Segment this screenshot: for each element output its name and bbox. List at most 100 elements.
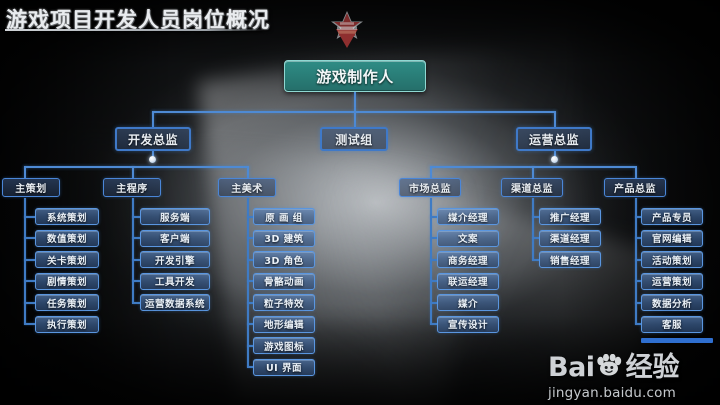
bear-paw-icon [596,352,622,376]
leaf-node[interactable]: 媒介经理 [437,208,499,225]
connector-stub-lead-planner-2 [24,258,35,261]
leaf-node[interactable]: UI 界面 [253,358,315,376]
connector-spine-lead-planner [24,198,26,324]
node-marketing-director[interactable]: 市场总监 [399,178,461,197]
connector-stub-product-director-4 [635,301,641,304]
leaf-node[interactable]: 粒子特效 [253,294,315,311]
leaf-node[interactable]: 运营策划 [641,272,703,290]
leaf-node[interactable]: 宣传设计 [437,315,499,333]
node-lead-programmer[interactable]: 主程序 [103,178,161,197]
title-underline [5,29,263,31]
connector-stub-marketing-director-3 [430,280,437,282]
junction-dot-dev [149,156,156,163]
connector-stub-lead-artist-2 [247,258,253,261]
watermark-brand-latin: Bai [548,352,595,383]
leaf-node[interactable]: 产品专员 [641,208,703,225]
watermark-url: jingyan.baidu.com [548,385,676,401]
node-lead-artist[interactable]: 主美术 [218,178,276,197]
connector-root-stem [354,92,356,112]
connector-stub-marketing-director-5 [430,323,437,325]
connector-stub-lead-artist-4 [247,301,253,304]
connector-stub-product-director-3 [635,280,641,282]
connector-stub-channel-director-1 [532,237,539,239]
connector-ops-stem [554,151,556,160]
connector-stub-lead-programmer-2 [132,258,140,261]
connector-stub-lead-planner-5 [24,323,35,325]
connector-drop-lead-planner [24,166,26,178]
leaf-node[interactable]: 关卡策划 [35,251,99,268]
connector-stub-marketing-director-4 [430,301,437,304]
leaf-node[interactable]: 联运经理 [437,272,499,290]
connector-drop-lead-programmer [132,166,134,178]
leaf-node[interactable]: 客户端 [140,229,210,247]
page-title: 游戏项目开发人员岗位概况 [6,8,270,32]
watermark-blue-bar [641,338,713,343]
leaf-node[interactable]: 任务策划 [35,294,99,311]
leaf-node[interactable]: 执行策划 [35,315,99,333]
connector-stub-lead-programmer-4 [132,301,140,304]
node-development-director[interactable]: 开发总监 [115,127,191,151]
connector-stub-marketing-director-1 [430,237,437,239]
node-product-director[interactable]: 产品总监 [604,178,666,197]
connector-spine-lead-artist [247,198,249,367]
connector-stub-lead-artist-6 [247,344,253,347]
connector-stub-lead-planner-0 [24,215,35,218]
connector-spine-channel-director [532,198,534,260]
leaf-node[interactable]: 服务端 [140,208,210,225]
connector-stub-marketing-director-2 [430,258,437,261]
connector-stub-channel-director-0 [532,215,539,218]
leaf-node[interactable]: 原 画 组 [253,208,315,225]
junction-dot-ops [551,156,558,163]
leaf-node[interactable]: 销售经理 [539,251,601,268]
leaf-node[interactable]: 活动策划 [641,251,703,268]
leaf-node[interactable]: 媒介 [437,294,499,311]
connector-stub-lead-artist-7 [247,366,253,368]
connector-spine-product-director [635,198,637,324]
connector-stub-marketing-director-0 [430,215,437,218]
leaf-node[interactable]: 商务经理 [437,251,499,268]
connector-stub-lead-artist-5 [247,323,253,325]
node-operations-director[interactable]: 运营总监 [516,127,592,151]
connector-drop-ops [554,111,556,127]
leaf-node[interactable]: 剧情策划 [35,272,99,290]
connector-drop-channel [532,166,534,178]
connector-drop-dev [152,111,154,127]
leaf-node[interactable]: 工具开发 [140,272,210,290]
watermark-brand-cn: 经验 [625,352,680,383]
connector-spine-marketing-director [430,198,432,324]
node-qa-team[interactable]: 测试组 [320,127,388,151]
node-root-game-producer[interactable]: 游戏制作人 [284,60,426,92]
leaf-node[interactable]: 地形编辑 [253,315,315,333]
leaf-node[interactable]: 推广经理 [539,208,601,225]
node-channel-director[interactable]: 渠道总监 [501,178,563,197]
connector-drop-lead-artist [247,166,249,178]
leaf-node[interactable]: 系统策划 [35,208,99,225]
leaf-node[interactable]: 运营数据系统 [140,294,210,311]
connector-stub-channel-director-2 [532,258,539,261]
leaf-node[interactable]: 渠道经理 [539,229,601,247]
connector-spine-lead-programmer [132,198,134,303]
connector-stub-lead-artist-0 [247,215,253,218]
leaf-node[interactable]: 骨骼动画 [253,272,315,290]
connector-dev-bus [24,166,249,168]
leaf-node[interactable]: 3D 角色 [253,251,315,268]
node-lead-planner[interactable]: 主策划 [2,178,60,197]
connector-stub-product-director-0 [635,215,641,218]
connector-drop-marketing [430,166,432,178]
connector-stub-lead-programmer-0 [132,215,140,218]
leaf-node[interactable]: 官网编辑 [641,229,703,247]
leaf-node[interactable]: 数值策划 [35,229,99,247]
leaf-node[interactable]: 客服 [641,315,703,333]
connector-stub-lead-planner-4 [24,301,35,304]
leaf-node[interactable]: 开发引擎 [140,251,210,268]
connector-stub-lead-artist-3 [247,280,253,282]
connector-stub-lead-programmer-3 [132,280,140,282]
leaf-node[interactable]: 文案 [437,229,499,247]
leaf-node[interactable]: 3D 建筑 [253,229,315,247]
leaf-node[interactable]: 数据分析 [641,294,703,311]
connector-stub-lead-planner-3 [24,280,35,282]
leaf-node[interactable]: 游戏图标 [253,337,315,354]
connector-drop-product [635,166,637,178]
connector-stub-product-director-1 [635,237,641,239]
